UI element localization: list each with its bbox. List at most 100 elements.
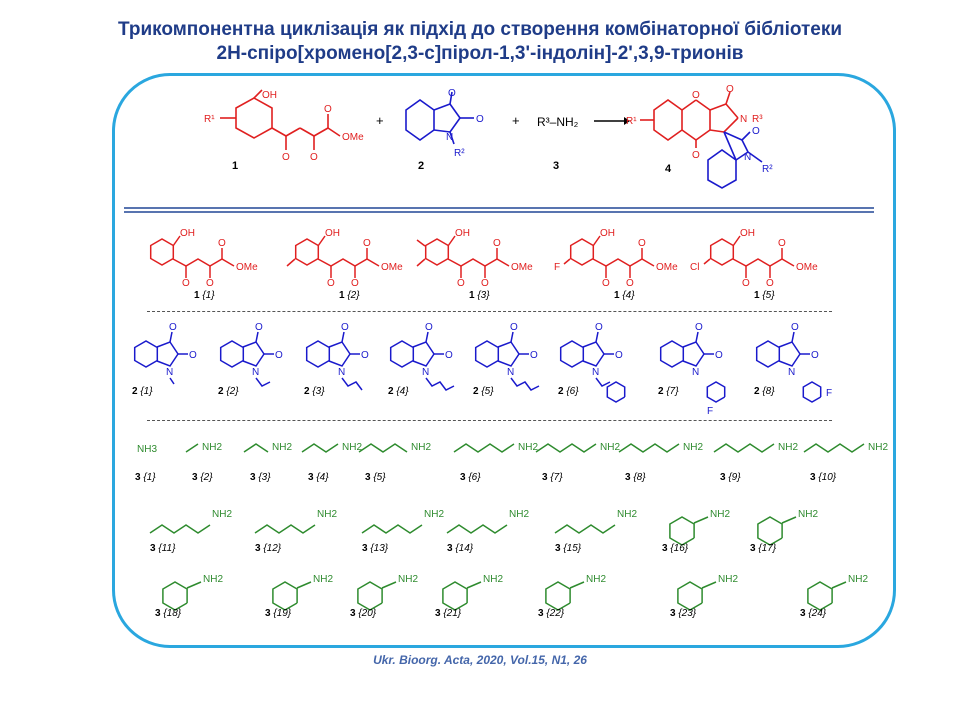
atom-oh: OH bbox=[600, 228, 615, 239]
amine-3-11: NH2 bbox=[149, 509, 232, 534]
atom-cl: Cl bbox=[690, 262, 699, 273]
atom-f: F bbox=[554, 262, 560, 273]
citation: Ukr. Bioorg. Acta, 2020, Vol.15, N1, 26 bbox=[373, 653, 587, 667]
atom-ome: OMe bbox=[236, 262, 258, 273]
amine-3-3: NH2 bbox=[243, 442, 292, 453]
amine-3-label: 3 {2} bbox=[192, 472, 213, 483]
atom-n: N bbox=[446, 132, 453, 143]
amine-3-label: 3 {7} bbox=[542, 472, 563, 483]
atom-nh2: NH2 bbox=[398, 574, 418, 585]
compound-2-6: OON bbox=[559, 322, 626, 403]
compound-1-label: 1 {5} bbox=[754, 290, 775, 301]
compound-1-label: 1 {1} bbox=[194, 290, 215, 301]
atom-nh2: NH2 bbox=[710, 509, 730, 520]
atom-o: O bbox=[445, 350, 453, 361]
compound-2-label: 2 {2} bbox=[218, 386, 239, 397]
atom-o: O bbox=[726, 84, 734, 95]
slide-title: Трикомпонентна циклізація як підхід до с… bbox=[0, 18, 960, 66]
compound-2-label: 2 {3} bbox=[304, 386, 325, 397]
scheme-separator bbox=[124, 211, 874, 213]
amine-3-label: 3 {15} bbox=[555, 543, 582, 554]
atom-o: O bbox=[791, 322, 799, 333]
atom-f: F bbox=[826, 388, 832, 399]
amine-3-5: NH2 bbox=[358, 442, 431, 453]
atom-o: O bbox=[481, 278, 489, 289]
atom-n: N bbox=[507, 367, 514, 378]
amine-3-22: NH2 bbox=[545, 574, 606, 611]
atom-r1: R¹ bbox=[626, 116, 637, 127]
atom-o: O bbox=[361, 350, 369, 361]
atom-r3: R³ bbox=[752, 114, 763, 125]
atom-r2: R² bbox=[454, 148, 465, 159]
atom-o: O bbox=[752, 126, 760, 137]
amine-3-label: 3 {3} bbox=[250, 472, 271, 483]
atom-nh2: NH2 bbox=[342, 442, 362, 453]
atom-nh2: NH2 bbox=[317, 509, 337, 520]
amine-3-label: 3 {1} bbox=[135, 472, 156, 483]
amine-3-label: 3 {8} bbox=[625, 472, 646, 483]
amine-3-label: 3 {9} bbox=[720, 472, 741, 483]
atom-o: O bbox=[811, 350, 819, 361]
atom-o: O bbox=[778, 238, 786, 249]
atom-ome: OMe bbox=[656, 262, 678, 273]
plus-sign: + bbox=[376, 113, 384, 128]
plus-sign: + bbox=[512, 113, 520, 128]
atom-ome: OMe bbox=[511, 262, 533, 273]
atom-o: O bbox=[351, 278, 359, 289]
amine-3-12: NH2 bbox=[254, 509, 337, 534]
compound-2-2: OON bbox=[219, 322, 283, 387]
reaction-arrow bbox=[594, 117, 630, 125]
amine-3-label: 3 {4} bbox=[308, 472, 329, 483]
atom-n: N bbox=[740, 114, 747, 125]
atom-o: O bbox=[363, 238, 371, 249]
scheme-separator bbox=[124, 207, 874, 209]
atom-o: O bbox=[615, 350, 623, 361]
scheme-product-4: O O O N R³ O N R² R¹ bbox=[626, 84, 773, 189]
compound-1-label: 1 {2} bbox=[339, 290, 360, 301]
atom-nh2: NH2 bbox=[683, 442, 703, 453]
compound-2-3: OON bbox=[305, 322, 369, 391]
amine-3-18: NH2 bbox=[162, 574, 223, 611]
compound-2-4: OON bbox=[389, 322, 455, 391]
compound-1-label: 1 {4} bbox=[614, 290, 635, 301]
atom-n: N bbox=[744, 152, 751, 163]
atom-o: O bbox=[169, 322, 177, 333]
amine-3-21: NH2 bbox=[442, 574, 503, 611]
amine-3-23: NH2 bbox=[677, 574, 738, 611]
amine-3-24: NH2 bbox=[807, 574, 868, 611]
compound-number-4: 4 bbox=[665, 163, 672, 175]
amine-3-label: 3 {22} bbox=[538, 608, 565, 619]
amine-3-13: NH2 bbox=[361, 509, 444, 534]
row-separator bbox=[147, 420, 832, 421]
row-separator bbox=[147, 311, 832, 312]
compound-2-label: 2 {5} bbox=[473, 386, 494, 397]
atom-oh: OH bbox=[325, 228, 340, 239]
atom-o: O bbox=[715, 350, 723, 361]
atom-o: O bbox=[310, 152, 318, 163]
atom-o: O bbox=[341, 322, 349, 333]
atom-nh2: NH2 bbox=[798, 509, 818, 520]
atom-o: O bbox=[476, 114, 484, 125]
amine-3-20: NH2 bbox=[357, 574, 418, 611]
atom-o: O bbox=[638, 238, 646, 249]
atom-o: O bbox=[189, 350, 197, 361]
atom-oh: OH bbox=[455, 228, 470, 239]
amine-3-17: NH2 bbox=[757, 509, 818, 546]
atom-o: O bbox=[530, 350, 538, 361]
amine-3-label: 3 {23} bbox=[670, 608, 697, 619]
atom-o: O bbox=[510, 322, 518, 333]
atom-ome: OMe bbox=[381, 262, 403, 273]
atom-o: O bbox=[626, 278, 634, 289]
atom-o: O bbox=[255, 322, 263, 333]
amine-3-6: NH2 bbox=[453, 442, 538, 453]
amine-3-label: 3 {14} bbox=[447, 543, 474, 554]
scheme-compound-3: R³–NH₂ bbox=[537, 115, 579, 129]
amine-3-label: 3 {21} bbox=[435, 608, 462, 619]
atom-f: F bbox=[707, 406, 713, 417]
compound-2-label: 2 {1} bbox=[132, 386, 153, 397]
amine-3-label: 3 {16} bbox=[662, 543, 689, 554]
